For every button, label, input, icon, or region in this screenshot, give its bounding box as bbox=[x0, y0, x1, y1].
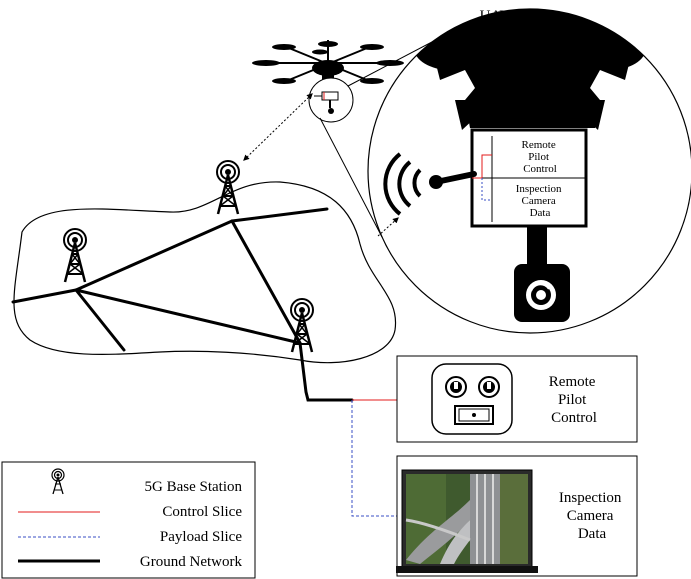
box-top-label-3: Control bbox=[523, 163, 557, 175]
box-bottom-label-2: Camera bbox=[522, 195, 556, 207]
svg-text:Payload Slice: Payload Slice bbox=[160, 529, 242, 545]
box-control-line bbox=[472, 154, 492, 179]
box-payload-line bbox=[481, 178, 492, 201]
svg-text:Remote Pilot Control: Remote Pilot Control bbox=[549, 374, 599, 426]
camera-panel-label-3: Data bbox=[578, 526, 607, 542]
camera-panel-label-1: Inspection bbox=[559, 490, 622, 506]
uav-link-arrow bbox=[243, 93, 313, 161]
box-top-label-1: Remote bbox=[522, 139, 556, 151]
svg-text:Control Slice: Control Slice bbox=[162, 504, 242, 520]
pilot-panel-label-2: Pilot bbox=[558, 392, 587, 408]
camera-panel-label-2: Camera bbox=[567, 508, 614, 524]
signal-arrow bbox=[377, 217, 399, 237]
svg-text:5G Base Station: 5G Base Station bbox=[145, 479, 243, 495]
box-bottom-label-3: Data bbox=[530, 207, 551, 219]
legend-label-payload-slice: Payload Slice bbox=[160, 529, 242, 545]
payload-slice-line bbox=[351, 400, 402, 517]
legend-label-ground-network: Ground Network bbox=[140, 554, 243, 570]
joystick-icon bbox=[478, 376, 500, 398]
laptop-icon bbox=[396, 469, 538, 573]
zoom-connector-line bbox=[319, 117, 383, 238]
box-bottom-label-1: Inspection bbox=[516, 183, 562, 195]
pilot-panel-label-1: Remote bbox=[549, 374, 596, 390]
pilot-panel-label-3: Control bbox=[551, 410, 597, 426]
svg-text:Ground Network: Ground Network bbox=[140, 554, 243, 570]
base-station-icon bbox=[215, 159, 241, 216]
legend: 5G Base Station Control Slice Payload Sl… bbox=[1, 461, 256, 579]
svg-text:Inspection Camera Data: Inspection Camera Data bbox=[559, 490, 625, 542]
ground-network-links bbox=[11, 207, 354, 402]
svg-text:Inspection Camera Data: Inspection Camera Data bbox=[516, 183, 565, 219]
drone-icon bbox=[252, 40, 404, 88]
box-top-label-2: Pilot bbox=[528, 151, 549, 163]
uav-antenna-icon bbox=[383, 152, 477, 216]
svg-text:Remote Pilot Control: Remote Pilot Control bbox=[522, 139, 559, 175]
payload-mini-icon bbox=[314, 91, 339, 114]
antenna-tower-icon bbox=[51, 468, 65, 495]
joystick-icon bbox=[445, 376, 467, 398]
coverage-region bbox=[13, 181, 397, 364]
legend-label-base-station: 5G Base Station bbox=[145, 479, 243, 495]
controller-screen-icon bbox=[454, 405, 494, 425]
legend-label-control-slice: Control Slice bbox=[162, 504, 242, 520]
